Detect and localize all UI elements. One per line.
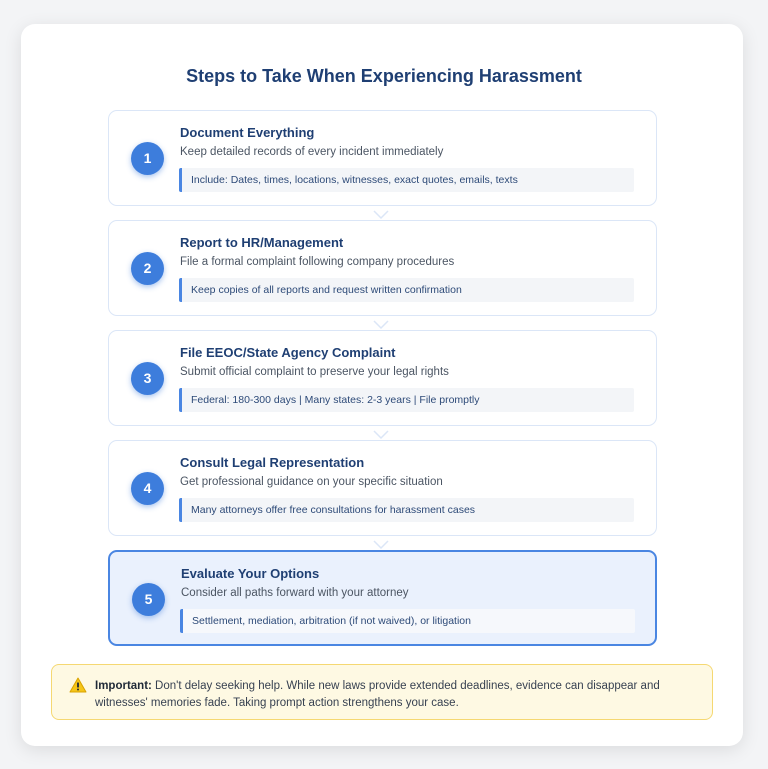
step-title: Report to HR/Management [180, 235, 344, 250]
step-number-badge: 1 [131, 142, 164, 175]
step-description: Keep detailed records of every incident … [180, 146, 444, 158]
notice-label: Important: [95, 680, 152, 692]
step-title: Evaluate Your Options [181, 566, 320, 581]
step-title: Document Everything [180, 125, 315, 140]
step-detail: Many attorneys offer free consultations … [179, 498, 634, 522]
step-number-badge: 2 [131, 252, 164, 285]
chevron-down-icon [373, 210, 389, 220]
step-card-3: 3 File EEOC/State Agency Complaint Submi… [108, 330, 657, 426]
step-card-2: 2 Report to HR/Management File a formal … [108, 220, 657, 316]
step-number-badge: 5 [132, 583, 165, 616]
step-detail: Include: Dates, times, locations, witnes… [179, 168, 634, 192]
step-card-1: 1 Document Everything Keep detailed reco… [108, 110, 657, 206]
chevron-down-icon [373, 320, 389, 330]
step-description: Consider all paths forward with your att… [181, 587, 409, 599]
step-description: Submit official complaint to preserve yo… [180, 366, 449, 378]
step-description: File a formal complaint following compan… [180, 256, 455, 268]
chevron-down-icon [373, 430, 389, 440]
step-detail: Settlement, mediation, arbitration (if n… [180, 609, 635, 633]
notice-body: Don't delay seeking help. While new laws… [95, 680, 660, 709]
notice-text: Important: Don't delay seeking help. Whi… [95, 678, 695, 712]
step-card-5: 5 Evaluate Your Options Consider all pat… [108, 550, 657, 646]
important-notice: Important: Don't delay seeking help. Whi… [51, 664, 713, 720]
step-title: File EEOC/State Agency Complaint [180, 345, 396, 360]
step-title: Consult Legal Representation [180, 455, 365, 470]
chevron-down-icon [373, 540, 389, 550]
step-description: Get professional guidance on your specif… [180, 476, 443, 488]
step-number-badge: 3 [131, 362, 164, 395]
page-title: Steps to Take When Experiencing Harassme… [186, 66, 582, 86]
step-number-badge: 4 [131, 472, 164, 505]
step-card-4: 4 Consult Legal Representation Get profe… [108, 440, 657, 536]
warning-icon [69, 677, 87, 693]
step-detail: Federal: 180-300 days | Many states: 2-3… [179, 388, 634, 412]
step-detail: Keep copies of all reports and request w… [179, 278, 634, 302]
